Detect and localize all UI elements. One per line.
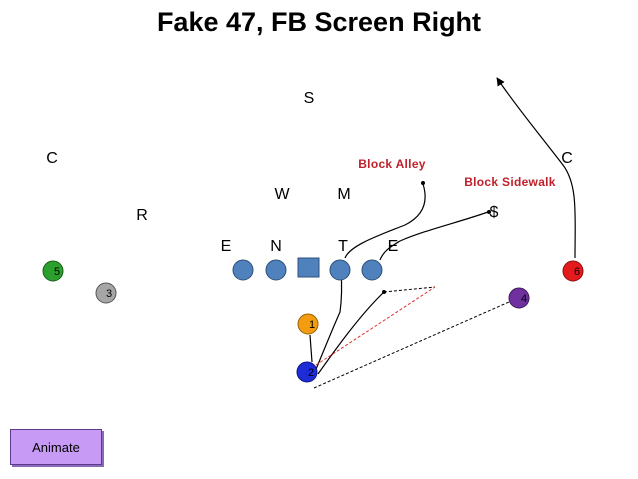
fake-path (315, 286, 436, 366)
route-1 (309, 334, 313, 363)
block-sidewalk-point (487, 210, 491, 214)
screen-line-top (383, 286, 436, 293)
player-3-number: 3 (106, 288, 112, 300)
player-2-marker (296, 361, 318, 383)
player-1-number: 1 (309, 319, 315, 331)
defender-corner-right: C (561, 150, 573, 167)
play-title: Fake 47, FB Screen Right (157, 7, 481, 37)
lineman-right-tackle (361, 259, 383, 281)
defender-nose: N (270, 238, 282, 255)
defender-mike: M (337, 186, 350, 203)
block-end-sidewalk (379, 211, 489, 261)
route-2-to-guard (313, 269, 343, 375)
player-5-number: 5 (54, 266, 60, 278)
lineman-left-tackle (232, 259, 254, 281)
pitch-path-4 (313, 297, 519, 389)
defender-corner-left: C (46, 150, 58, 167)
route-6 (496, 77, 576, 259)
player-2: 2 (296, 361, 318, 383)
player-6-number: 6 (574, 266, 580, 278)
player-3-marker (95, 282, 117, 304)
route-2-to-tackle (317, 291, 385, 375)
player-6: 6 (562, 260, 584, 282)
animate-button[interactable]: Animate (10, 429, 102, 465)
defender-tackle: T (338, 238, 348, 255)
player-5: 5 (42, 260, 64, 282)
player-1: 1 (297, 313, 319, 335)
player-2-number: 2 (308, 367, 314, 379)
note-block-alley: Block Alley (358, 157, 426, 171)
defender-dollar: $ (490, 204, 499, 221)
note-block-sidewalk: Block Sidewalk (464, 175, 556, 189)
defender-safety: S (304, 90, 315, 107)
center-square (297, 257, 320, 278)
player-5-marker (42, 260, 64, 282)
lineman-left-guard (265, 259, 287, 281)
player-4-number: 4 (521, 293, 527, 305)
defender-will: W (274, 186, 290, 203)
player-3: 3 (95, 282, 117, 304)
player-4-marker (508, 287, 530, 309)
block-alley-point (421, 181, 425, 185)
lineman-right-guard (329, 259, 351, 281)
block-tackle-alley (344, 183, 426, 259)
defender-end-right: E (388, 238, 399, 255)
player-4: 4 (508, 287, 530, 309)
player-1-marker (297, 313, 319, 335)
player-6-marker (562, 260, 584, 282)
defender-end-left: E (221, 238, 232, 255)
defender-rover: R (136, 207, 148, 224)
